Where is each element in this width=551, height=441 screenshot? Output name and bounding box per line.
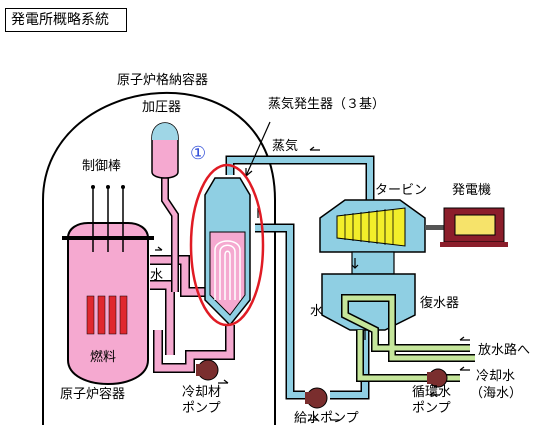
label-reactor-vessel: 原子炉容器 xyxy=(60,387,126,402)
pressurizer-icon xyxy=(151,122,179,179)
turbine-icon xyxy=(336,207,406,247)
label-fuel: 燃料 xyxy=(90,350,117,365)
sg-label-arrow xyxy=(245,121,271,177)
steam-generator-icon xyxy=(204,177,251,327)
label-circ-pump-2: ポンプ xyxy=(412,401,451,416)
label-coolant-pump-1: 冷却材 xyxy=(182,385,222,400)
label-cooling-water-1: 冷却水 xyxy=(476,369,516,384)
label-circ-pump-1: 循環水 xyxy=(412,385,452,400)
coolant-pump-icon xyxy=(196,359,219,381)
label-generator: 発電機 xyxy=(452,183,492,198)
label-cooling-water-2: （海水） xyxy=(470,386,523,401)
page-title: 発電所概略系統 xyxy=(5,8,127,32)
label-control-rods: 制御棒 xyxy=(82,159,122,174)
feed-pump-icon xyxy=(305,387,328,409)
flow-arrows xyxy=(155,146,470,421)
label-discharge: 放水路へ xyxy=(478,343,531,358)
steam-pipe xyxy=(225,155,375,205)
label-pressurizer: 加圧器 xyxy=(142,100,182,115)
label-water-feed: 水 xyxy=(310,304,324,319)
label-feed-pump: 給水ポンプ xyxy=(294,411,359,426)
circulating-pump-icon xyxy=(427,368,448,388)
turbine-exhaust xyxy=(351,251,395,275)
label-condenser: 復水器 xyxy=(420,296,460,311)
highlight-ellipse xyxy=(189,163,265,327)
label-water-sg: 水 xyxy=(150,268,164,283)
reactor-vessel-icon xyxy=(62,185,154,385)
marker-1: ① xyxy=(190,143,207,164)
label-containment: 原子炉格納容器 xyxy=(117,73,209,88)
label-steam-generator: 蒸気発生器（３基） xyxy=(268,97,386,112)
label-steam: 蒸気 xyxy=(272,139,299,154)
generator-icon xyxy=(440,207,508,247)
label-coolant-pump-2: ポンプ xyxy=(182,401,221,416)
turbine-shaft xyxy=(425,225,445,230)
label-turbine: タービン xyxy=(375,183,428,198)
